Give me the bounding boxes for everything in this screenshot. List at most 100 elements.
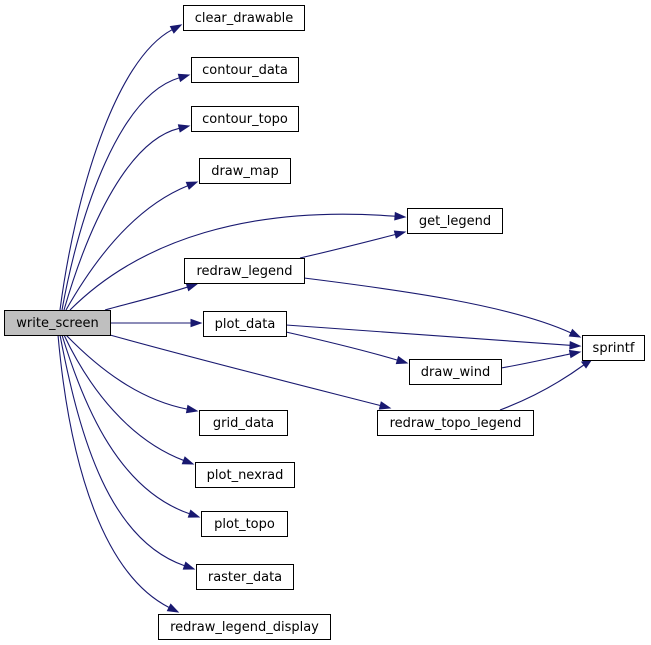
node-label: contour_data [202, 63, 288, 78]
edge-write_screen-to-plot_nexrad [63, 334, 195, 465]
node-redraw-legend-display[interactable]: redraw_legend_display [158, 614, 331, 640]
node-label: get_legend [419, 214, 491, 229]
node-label: clear_drawable [195, 11, 294, 26]
edge-write_screen-to-clear_drawable [59, 24, 183, 311]
edge-redraw_topo_legend-to-sprintf [499, 358, 594, 411]
arrowhead-icon [378, 401, 392, 410]
edge-line [303, 277, 572, 334]
node-label: contour_topo [202, 112, 288, 127]
node-label: redraw_topo_legend [390, 416, 522, 431]
edge-line [65, 334, 188, 410]
edge-line [57, 334, 170, 608]
edge-line [109, 334, 381, 407]
nodes-layer: write_screen clear_drawable contour_dataco… [4, 5, 645, 640]
node-draw-wind[interactable]: draw_wind [409, 359, 502, 385]
edge-write_screen-to-raster_data [59, 334, 196, 570]
node-box[interactable] [201, 511, 288, 537]
node-plot-topo[interactable]: plot_topo [201, 511, 288, 537]
arrowhead-icon [177, 73, 191, 83]
edge-draw_wind-to-sprintf [500, 349, 582, 369]
edge-line [61, 334, 190, 515]
edges-layer [57, 24, 594, 613]
edge-write_screen-to-contour_data [61, 73, 191, 311]
node-box[interactable] [196, 564, 294, 590]
arrowhead-icon [166, 603, 180, 613]
node-box[interactable] [191, 57, 299, 83]
edge-line [65, 185, 188, 311]
node-raster-data[interactable]: raster_data [196, 564, 294, 590]
arrowhead-icon [568, 349, 582, 359]
node-label: redraw_legend [196, 264, 292, 279]
arrowhead-icon [177, 124, 191, 133]
edge-line [299, 233, 396, 259]
node-contour-topo[interactable]: contour_topo [191, 106, 299, 132]
node-write-screen[interactable]: write_screen [4, 310, 111, 336]
edge-write_screen-to-contour_topo [63, 124, 191, 311]
node-box[interactable] [407, 208, 503, 234]
edge-write_screen-to-redraw_topo_legend [109, 334, 392, 410]
edge-redraw_legend-to-sprintf [303, 277, 582, 338]
arrowhead-icon [393, 230, 407, 239]
edge-write_screen-to-get_legend [69, 211, 407, 311]
edge-line [285, 324, 571, 346]
node-box[interactable] [183, 5, 305, 31]
node-box[interactable] [199, 410, 288, 436]
arrowhead-icon [185, 404, 199, 414]
node-sprintf[interactable]: sprintf [582, 335, 645, 361]
node-box[interactable] [191, 106, 299, 132]
arrowhead-icon [187, 509, 201, 518]
edge-line [59, 29, 173, 311]
node-label: raster_data [208, 570, 282, 585]
arrowhead-icon [395, 355, 409, 365]
node-redraw-topo-legend[interactable]: redraw_topo_legend [377, 410, 534, 436]
node-label: draw_wind [421, 365, 490, 380]
arrowhead-icon [182, 561, 196, 570]
edge-line [104, 286, 188, 311]
node-box[interactable] [377, 410, 534, 436]
edge-line [69, 213, 396, 311]
edge-plot_data-to-sprintf [285, 324, 582, 350]
node-get-legend[interactable]: get_legend [407, 208, 503, 234]
edge-plot_data-to-draw_wind [285, 331, 409, 365]
node-redraw-legend[interactable]: redraw_legend [184, 258, 305, 284]
arrowhead-icon [190, 318, 203, 328]
node-contour-data[interactable]: contour_data [191, 57, 299, 83]
edge-line [285, 331, 398, 361]
node-clear-drawable[interactable]: clear_drawable [183, 5, 305, 31]
node-label: plot_data [215, 317, 276, 332]
node-draw-map[interactable]: draw_map [199, 158, 291, 184]
node-box[interactable] [409, 359, 502, 385]
edge-write_screen-to-redraw_legend [104, 283, 199, 311]
node-box[interactable] [195, 462, 295, 488]
edge-write_screen-to-plot_data [110, 318, 203, 328]
edge-line [59, 334, 185, 567]
node-label: redraw_legend_display [170, 620, 319, 635]
node-label: draw_map [211, 164, 279, 179]
edge-write_screen-to-plot_topo [61, 334, 201, 518]
node-plot-nexrad[interactable]: plot_nexrad [195, 462, 295, 488]
edge-line [61, 77, 180, 311]
node-box[interactable] [158, 614, 331, 640]
arrowhead-icon [169, 24, 183, 34]
node-label: write_screen [16, 316, 98, 331]
edge-redraw_legend-to-get_legend [299, 230, 407, 259]
node-plot-data[interactable]: plot_data [203, 311, 287, 337]
arrowhead-icon [185, 181, 199, 190]
arrowhead-icon [394, 211, 407, 221]
arrowhead-icon [181, 456, 195, 465]
edge-line [63, 334, 184, 461]
node-box[interactable] [582, 335, 645, 361]
edge-write_screen-to-draw_map [65, 181, 199, 311]
node-box[interactable] [203, 311, 287, 337]
node-box[interactable] [184, 258, 305, 284]
edge-line [499, 364, 585, 411]
arrowhead-icon [569, 340, 582, 350]
node-label: grid_data [213, 416, 274, 431]
edge-line [500, 353, 571, 369]
node-label: sprintf [593, 341, 635, 356]
node-box[interactable] [199, 158, 291, 184]
node-label: plot_topo [214, 517, 275, 532]
node-grid-data[interactable]: grid_data [199, 410, 288, 436]
node-box[interactable] [4, 310, 111, 336]
